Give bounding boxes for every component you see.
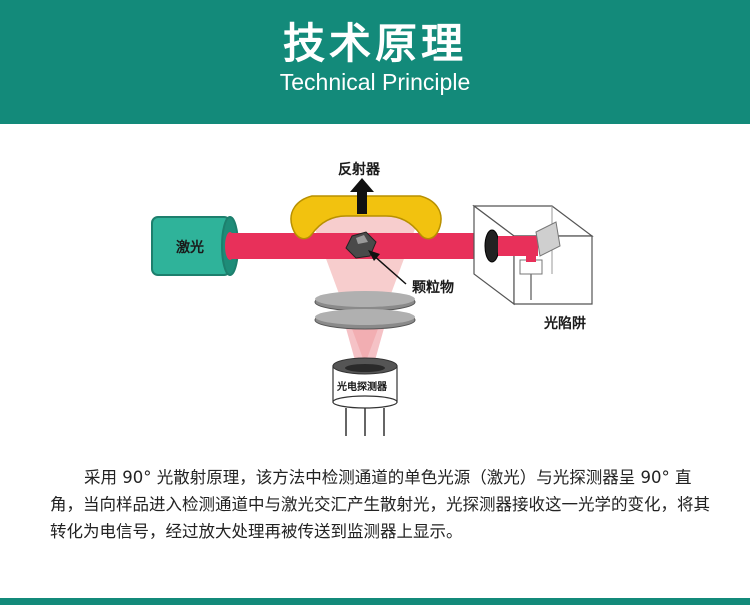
- light-trap-label: 光陷阱: [543, 315, 586, 332]
- page-subtitle: Technical Principle: [279, 69, 471, 95]
- reflector-arrow-head: [350, 178, 374, 192]
- photo-detector: [332, 357, 398, 436]
- page-title: 技术原理: [282, 19, 467, 68]
- particle-pointer-head: [368, 250, 380, 261]
- reflector-arrow-shaft: [357, 190, 367, 214]
- principle-description: 采用 90° 光散射原理，该方法中检测通道的单色光源（激光）与光探测器呈 90°…: [50, 468, 710, 541]
- particle-highlight: [356, 235, 368, 244]
- particle-label: 颗粒物: [412, 279, 454, 296]
- light-trap: [472, 204, 594, 306]
- footer-bar: [0, 598, 750, 605]
- principle-diagram: 激光 反射器 颗粒物: [0, 124, 750, 454]
- particle-shape: [345, 231, 377, 259]
- particle-pointer: [371, 253, 407, 285]
- diagram-svg: 激光 反射器 颗粒物: [151, 161, 594, 436]
- laser-label: 激光: [176, 239, 204, 256]
- reflector-label: 反射器: [338, 161, 381, 178]
- detector-label: 光电探测器: [336, 380, 388, 393]
- lens-stack: [314, 291, 416, 330]
- header-banner: 技术原理 Technical Principle: [0, 0, 750, 124]
- reflector-shape: [290, 195, 442, 240]
